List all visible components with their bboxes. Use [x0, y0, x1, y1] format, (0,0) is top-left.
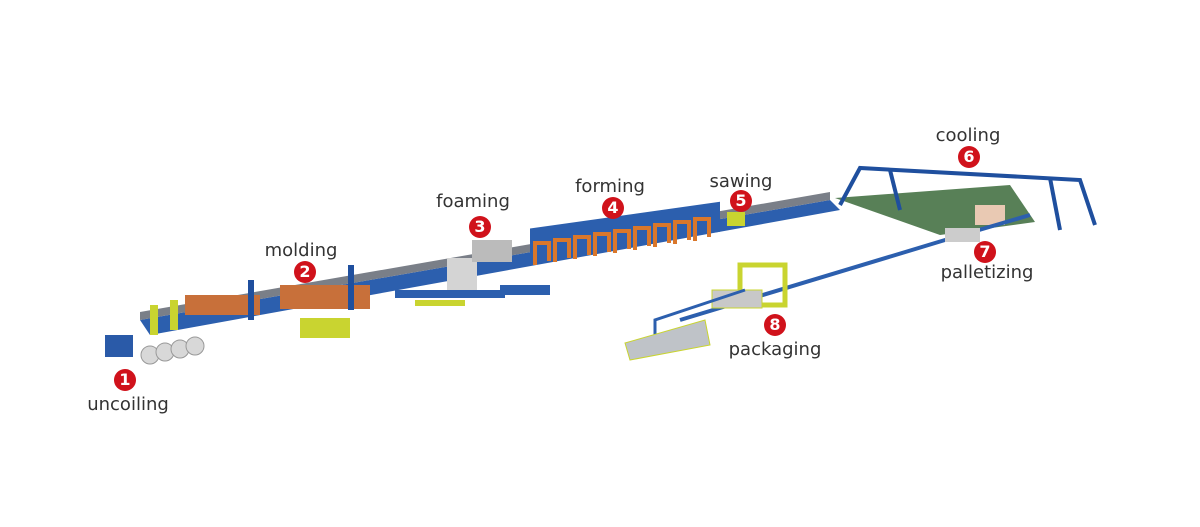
stage-7-badge: 7 — [974, 241, 996, 263]
uncoiler — [105, 335, 205, 365]
stage-1-label: uncoiling — [87, 394, 169, 415]
stage-8-badge: 8 — [764, 314, 786, 336]
stage-3-badge: 3 — [469, 216, 491, 238]
stage-3-label: foaming — [436, 191, 510, 212]
stage-1-badge: 1 — [114, 369, 136, 391]
stage-4-badge: 4 — [602, 197, 624, 219]
stage-6-label: cooling — [935, 125, 1001, 146]
foaming-unit — [395, 240, 550, 306]
stage-7-label: palletizing — [940, 262, 1034, 283]
packaging-unit — [624, 262, 788, 361]
stage-5-label: sawing — [709, 171, 773, 192]
cooling-unit — [835, 165, 1097, 235]
saw-unit — [727, 212, 745, 226]
stage-8-label: packaging — [728, 339, 822, 360]
stage-6-badge: 6 — [958, 146, 980, 168]
molding-unit — [150, 265, 370, 338]
stage-5-badge: 5 — [730, 190, 752, 212]
stage-2-label: molding — [264, 240, 338, 261]
stage-2-badge: 2 — [294, 261, 316, 283]
stage-4-label: forming — [575, 176, 645, 197]
forming-unit — [530, 201, 720, 265]
